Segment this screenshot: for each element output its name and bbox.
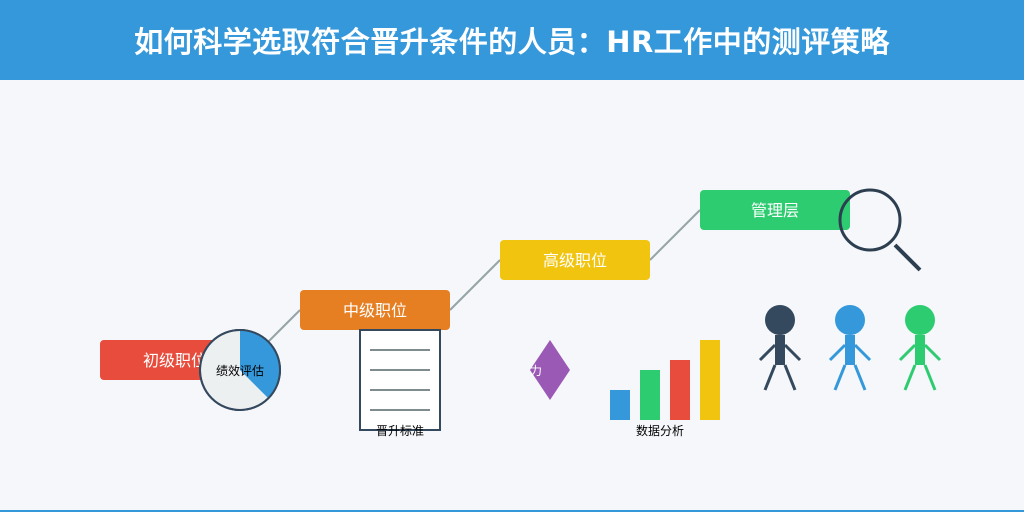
criteria-document: 晋升标准 [359, 329, 441, 438]
magnifier-handle [893, 243, 922, 272]
magnifier-lens [838, 188, 902, 252]
level-mid-box: 中级职位 [300, 290, 450, 330]
level-management-label: 管理层 [751, 201, 799, 220]
bars-label: 数据分析 [636, 423, 684, 438]
magnifier-icon [838, 188, 922, 272]
analysis-bar [700, 340, 720, 420]
level-senior-box: 高级职位 [500, 240, 650, 280]
level-junior-label: 初级职位 [143, 351, 207, 370]
connector-1 [264, 309, 301, 346]
pie-outline [199, 329, 281, 411]
bottom-divider [0, 510, 1024, 512]
level-mid-label: 中级职位 [343, 301, 407, 320]
data-analysis-bars [610, 340, 720, 420]
connector-3 [649, 209, 701, 261]
ability-diamond: 力 [530, 340, 570, 400]
pie-slice [240, 330, 280, 399]
level-management-box: 管理层 [700, 190, 850, 230]
person-icon [898, 305, 942, 391]
pie-label: 绩效评估 [216, 363, 264, 378]
analysis-bar [670, 360, 690, 420]
diamond-shape [530, 340, 570, 400]
person-icon [758, 305, 802, 391]
page-title: 如何科学选取符合晋升条件的人员：HR工作中的测评策略 [134, 25, 890, 59]
level-senior-label: 高级职位 [543, 251, 607, 270]
performance-pie: 绩效评估 [199, 329, 281, 411]
document-sheet [359, 329, 441, 431]
document-label: 晋升标准 [376, 424, 424, 438]
level-management-rect [700, 190, 850, 230]
header-banner: 如何科学选取符合晋升条件的人员：HR工作中的测评策略 [0, 0, 1024, 80]
person-icon [828, 305, 872, 391]
level-senior-rect [500, 240, 650, 280]
diamond-label: 力 [530, 364, 542, 378]
analysis-bar [640, 370, 660, 420]
analysis-bar [610, 390, 630, 420]
level-mid-rect [300, 290, 450, 330]
connector-2 [449, 259, 501, 311]
